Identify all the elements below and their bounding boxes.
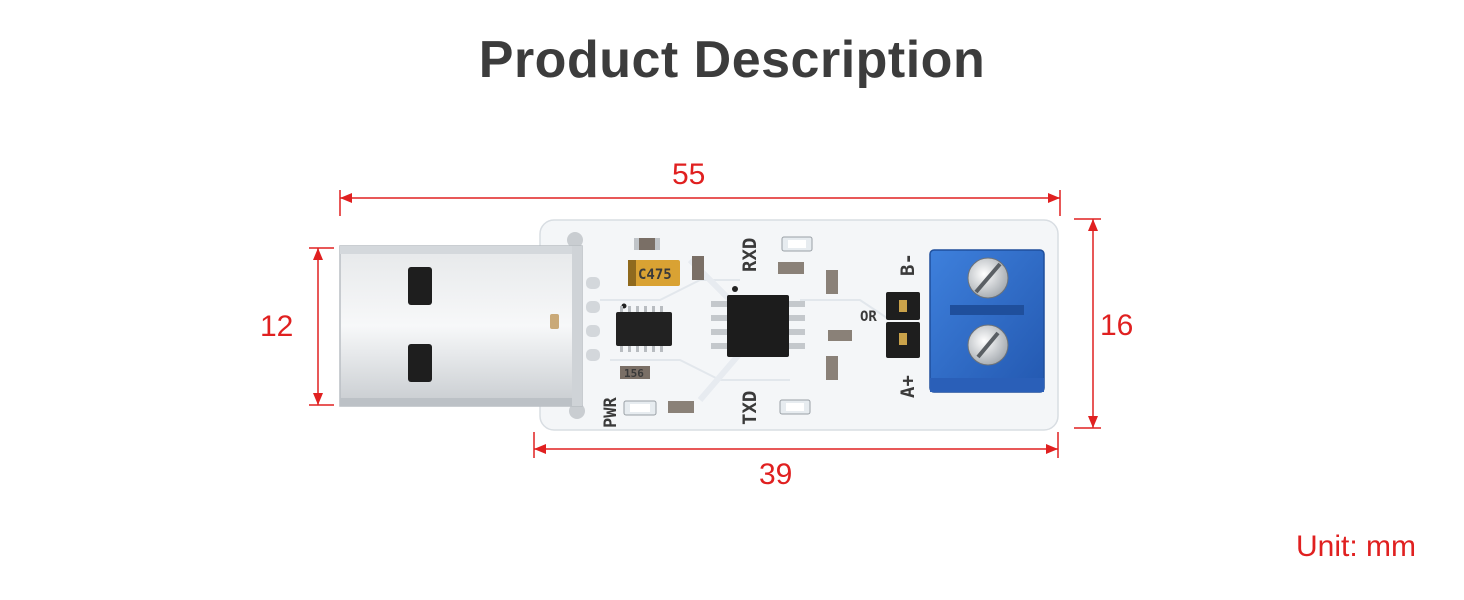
or-label: OR (860, 309, 877, 325)
cap-label: C475 (638, 267, 672, 283)
page-title: Product Description (478, 31, 986, 89)
resistor (668, 401, 694, 413)
resistor (692, 256, 704, 280)
pad (569, 403, 585, 419)
pwr-label: PWR (601, 397, 621, 428)
dimension-usb-height: 12 (260, 310, 294, 343)
pad (586, 349, 600, 361)
resistor (828, 330, 852, 341)
usb-uart-chip (616, 303, 672, 352)
tantalum-capacitor: C475 (628, 260, 680, 286)
pad (586, 325, 600, 337)
b-minus-label: B- (897, 253, 919, 276)
rxd-label: RXD (739, 238, 761, 272)
resistor-label: 156 (624, 367, 644, 380)
usb-marker (550, 314, 559, 329)
resistor (826, 270, 838, 294)
smd-components: C475 (616, 236, 852, 416)
usb-connector (339, 245, 583, 407)
dimension-pcb-length: 39 (759, 458, 793, 491)
pad (586, 277, 600, 289)
dimension-total-length: 55 (672, 158, 706, 191)
a-plus-label: A+ (897, 375, 919, 398)
screw-terminal (929, 249, 1054, 393)
txd-label: TXD (739, 391, 761, 425)
resistor (620, 366, 650, 379)
dimension-pcb-height: 16 (1100, 309, 1134, 342)
pad (567, 232, 583, 248)
unit-note: Unit: mm (1296, 530, 1416, 563)
rs485-transceiver-chip (711, 286, 805, 357)
pad (586, 301, 600, 313)
resistor (778, 262, 804, 274)
jumper-header (886, 292, 920, 358)
resistor (634, 238, 660, 250)
dimension-lines (309, 190, 1101, 458)
usb-slot (408, 267, 432, 305)
usb-slot (408, 344, 432, 382)
resistor (826, 356, 838, 380)
